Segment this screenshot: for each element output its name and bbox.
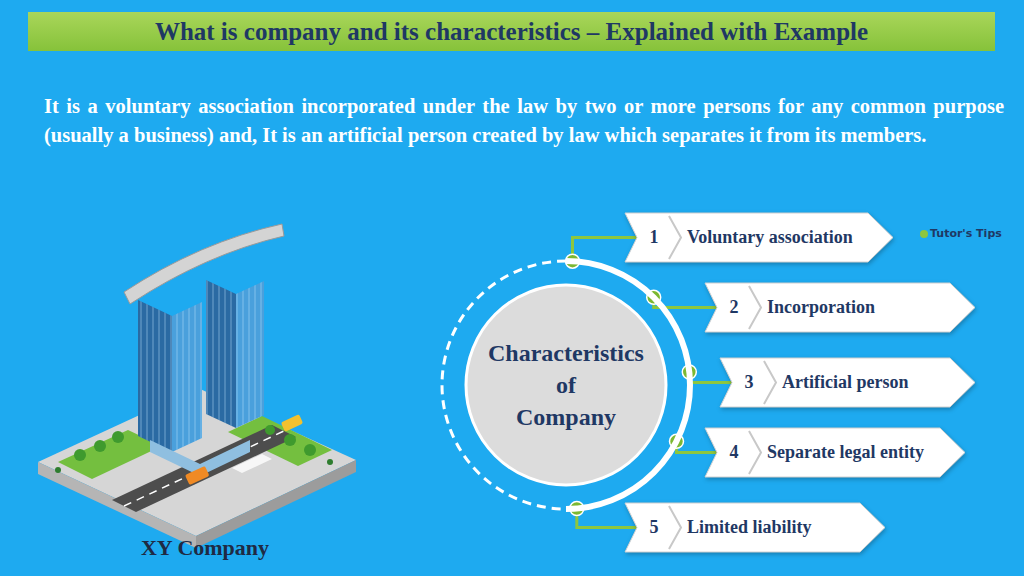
characteristic-tab: 2 Incorporation	[705, 283, 975, 332]
category-circle: Characteristics of Company	[438, 257, 694, 513]
building-illustration	[38, 224, 356, 548]
definition-text: It is a voluntary association incorporat…	[44, 92, 1004, 150]
tab-shape	[720, 358, 975, 407]
characteristic-text: Incorporation	[767, 283, 875, 332]
characteristic-tab: 1 Voluntary association	[625, 213, 893, 262]
logo-text: Tutor's Tips	[930, 227, 1002, 240]
characteristic-text: Separate legal entity	[767, 428, 924, 477]
callout-number: 4	[719, 428, 749, 477]
circle-heading: Characteristics of Company	[480, 337, 652, 433]
tab-divider	[764, 361, 776, 404]
callout-number: 1	[639, 213, 669, 262]
title-text: What is company and its characteristics …	[28, 12, 995, 51]
tab-shape	[705, 283, 975, 332]
callout-number: 2	[719, 283, 749, 332]
characteristic-text: Artificial person	[782, 358, 908, 407]
characteristic-tab: 4 Separate legal entity	[705, 428, 965, 477]
tab-shape	[625, 213, 893, 262]
characteristic-text: Limited liability	[687, 503, 812, 552]
characteristic-text: Voluntary association	[687, 213, 853, 262]
characteristic-tab: 5 Limited liability	[625, 503, 885, 552]
tab-divider	[669, 216, 681, 259]
circle-text-wrap: Characteristics of Company	[438, 257, 694, 513]
tab-divider	[749, 431, 761, 474]
company-label: XY Company	[100, 535, 310, 561]
callout-number: 5	[639, 503, 669, 552]
connector-line	[577, 509, 637, 528]
callout-number: 3	[734, 358, 764, 407]
grey-disc	[466, 285, 666, 485]
characteristic-tab: 3 Artificial person	[720, 358, 975, 407]
tab-shape	[625, 503, 885, 552]
tab-divider	[669, 506, 681, 549]
tab-divider	[749, 286, 761, 329]
tab-shape	[705, 428, 965, 477]
title-band	[28, 12, 995, 51]
logo-mark	[920, 230, 928, 238]
